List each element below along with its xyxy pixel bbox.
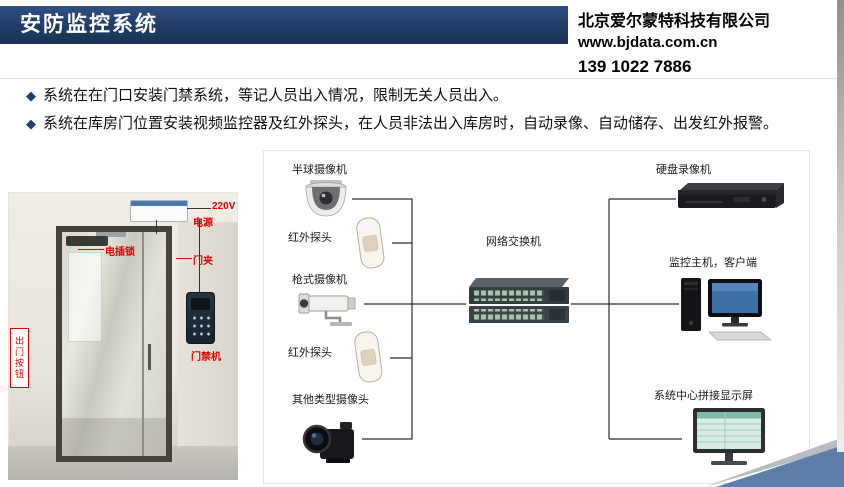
- header-bar: 安防监控系统: [0, 6, 568, 44]
- dvr-icon: [676, 181, 786, 218]
- company-website: www.bjdata.com.cn: [578, 34, 718, 51]
- dome-camera-icon: [302, 179, 350, 226]
- box-camera-icon: [300, 409, 360, 474]
- bullet-item: ◆ 系统在在门口安装门禁系统，等记人员出入情况，限制无关人员出入。: [26, 85, 814, 108]
- power-wire: [156, 220, 157, 234]
- door-closer-device: [66, 236, 108, 246]
- glass-door: [56, 226, 172, 462]
- access-machine-label: 门禁机: [191, 352, 221, 363]
- bullet-item: ◆ 系统在库房门位置安装视频监控器及红外探头，在人员非法出入库房时，自动录像、自动…: [26, 113, 814, 136]
- header-divider: [0, 78, 844, 79]
- power-supply-stripe: [131, 201, 187, 206]
- glass-floor-reflection: [62, 418, 166, 456]
- keypad-wire: [199, 220, 200, 294]
- exit-button-label: 出门按钮: [10, 328, 29, 388]
- ir-detector-icon: [348, 329, 388, 392]
- workstation-icon: [679, 273, 774, 348]
- ir-detector-label: 红外探头: [288, 347, 332, 359]
- network-switch-icon: [466, 273, 571, 338]
- dvr-label: 硬盘录像机: [656, 164, 711, 176]
- display-wall-icon: [682, 406, 777, 476]
- company-info: 北京爱尔蒙特科技有限公司 www.bjdata.com.cn 139 1022 …: [578, 12, 770, 77]
- power-supply-device: [130, 200, 188, 222]
- bullet-text: 系统在库房门位置安装视频监控器及红外探头，在人员非法出入库房时，自动录像、自动储…: [43, 114, 779, 132]
- door-access-photo: 220V 电源 电插锁 门夹 门禁机 出门按钮: [8, 192, 238, 480]
- keypad-screen: [191, 298, 210, 310]
- dome-camera-label: 半球摄像机: [292, 164, 347, 176]
- access-keypad-device: [186, 292, 215, 344]
- clamp-leader-line: [176, 258, 192, 259]
- ir-detector-label: 红外探头: [288, 232, 332, 244]
- door-edge: [142, 232, 144, 456]
- door-handle: [148, 344, 151, 370]
- company-name: 北京爱尔蒙特科技有限公司: [578, 13, 771, 30]
- diamond-bullet-icon: ◆: [26, 115, 36, 131]
- electric-lock-device: [96, 232, 126, 237]
- page-title: 安防监控系统: [20, 13, 158, 36]
- lock-leader-line: [78, 249, 104, 250]
- mains-wire: [187, 208, 211, 209]
- bullet-text: 系统在在门口安装门禁系统，等记人员出入情况，限制无关人员出入。: [43, 87, 509, 104]
- voltage-label: 220V: [212, 201, 236, 212]
- network-switch-label: 网络交换机: [486, 236, 541, 248]
- ir-detector-icon: [350, 215, 390, 278]
- company-phone: 139 1022 7886: [578, 56, 692, 76]
- electric-lock-label: 电插锁: [105, 247, 135, 258]
- corner-decoration: [704, 437, 844, 487]
- bullet-camera-label: 枪式摄像机: [292, 274, 347, 286]
- power-label: 电源: [193, 218, 213, 229]
- bullet-camera-icon: [294, 289, 362, 334]
- bullet-list: ◆ 系统在在门口安装门禁系统，等记人员出入情况，限制无关人员出入。 ◆ 系统在库房门…: [26, 85, 814, 140]
- network-topology-diagram: 半球摄像机 红外探头 枪式摄像机 红外探头 其他类型摄像头 网络交换机 硬盘录像…: [263, 150, 810, 484]
- right-edge-bar: [837, 0, 844, 452]
- diamond-bullet-icon: ◆: [26, 88, 36, 103]
- window-reflection: [68, 252, 102, 342]
- keypad-keys: [191, 314, 210, 338]
- door-clamp-label: 门夹: [193, 256, 213, 267]
- monitor-host-label: 监控主机，客户端: [669, 257, 757, 269]
- display-wall-label: 系统中心拼接显示屏: [654, 390, 753, 402]
- other-camera-label: 其他类型摄像头: [292, 394, 369, 406]
